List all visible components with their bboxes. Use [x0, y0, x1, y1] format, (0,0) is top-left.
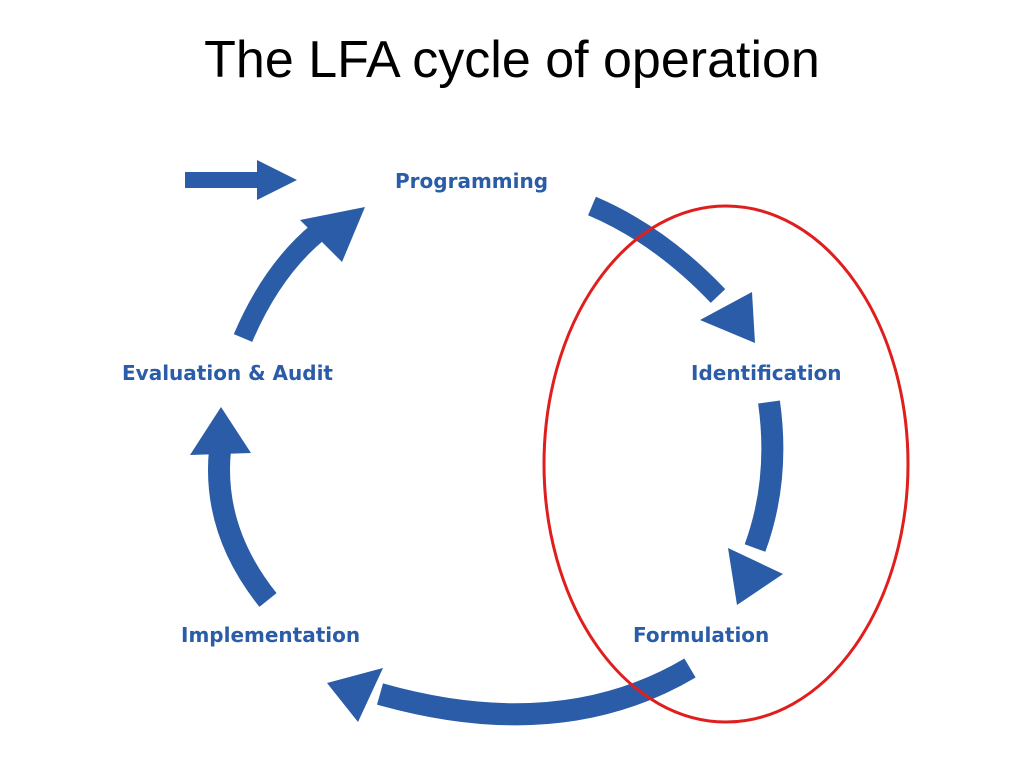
page-title: The LFA cycle of operation — [204, 31, 820, 89]
highlight-ellipse — [542, 204, 910, 724]
entry-arrow-head — [257, 160, 297, 200]
arrow-identification-to-formulation — [728, 400, 784, 605]
entry-arrow-shaft — [185, 172, 257, 188]
stage-label-formulation: Formulation — [633, 623, 769, 647]
arrow-head — [728, 548, 783, 605]
arrow-implementation-to-evaluation — [190, 407, 277, 607]
arrow-head — [300, 207, 365, 262]
arrow-evaluation-to-programming — [233, 207, 365, 342]
stage-label-identification: Identification — [691, 361, 842, 385]
arrow-head — [700, 292, 755, 343]
arrow-programming-to-identification — [588, 196, 755, 343]
stage-label-programming: Programming — [395, 169, 548, 193]
arrow-head — [190, 407, 251, 455]
arrow-shaft — [208, 448, 277, 607]
stage-label-implementation: Implementation — [181, 623, 360, 647]
arrow-formulation-to-implementation — [327, 658, 696, 726]
arrow-shaft — [377, 658, 696, 726]
arrow-shaft — [744, 400, 784, 552]
arrow-head — [327, 668, 383, 722]
arrow-shaft — [233, 224, 325, 342]
arrow-shaft — [588, 196, 726, 303]
entry-arrow — [185, 160, 297, 200]
stage-label-evaluation-audit: Evaluation & Audit — [122, 361, 333, 385]
